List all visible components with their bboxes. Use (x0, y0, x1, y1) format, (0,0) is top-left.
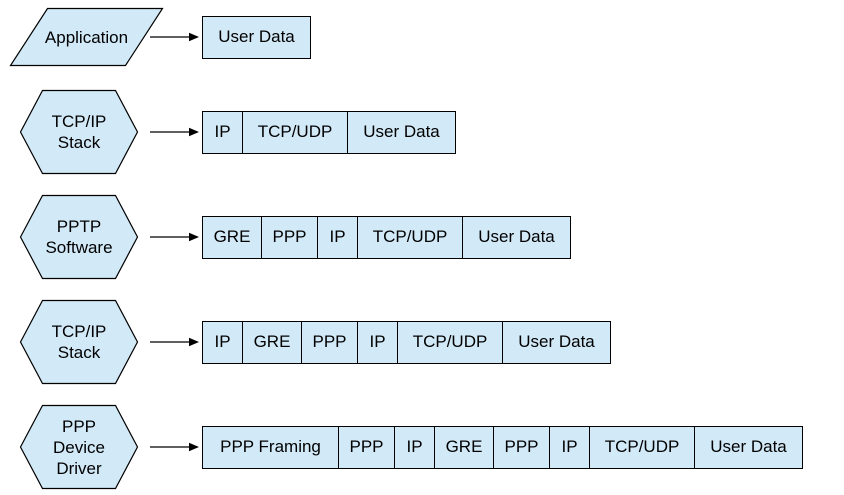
packet-segment: PPP (493, 425, 550, 469)
arrow-icon (150, 442, 199, 452)
stage-shape-outline (9, 7, 164, 67)
packet-segment: PPP (301, 320, 358, 364)
packet-segment: TCP/UDP (242, 110, 348, 154)
packet-segment: User Data (202, 15, 311, 59)
arrow-icon (150, 232, 199, 242)
arrow-icon (150, 127, 199, 137)
packet-segment: IP (549, 425, 590, 469)
packet-segment: User Data (347, 110, 456, 154)
stage-shape-outline (19, 194, 139, 280)
packet-segment: GRE (202, 215, 262, 259)
packet-segment: TCP/UDP (589, 425, 695, 469)
packet-segment: IP (394, 425, 435, 469)
arrow-icon (150, 32, 199, 42)
stage-shape-parallelogram: Application (9, 7, 164, 67)
packet-segment: TCP/UDP (397, 320, 503, 364)
packet-segment: PPP (338, 425, 395, 469)
packet-segment: IP (202, 320, 243, 364)
stage-shape-outline (19, 89, 139, 175)
packet-segment: IP (202, 110, 243, 154)
packet-segment: IP (317, 215, 358, 259)
packet-segment: User Data (694, 425, 803, 469)
packet-segment: PPP Framing (202, 425, 339, 469)
packet-segment: User Data (462, 215, 571, 259)
packet-segment: TCP/UDP (357, 215, 463, 259)
arrow-icon (150, 337, 199, 347)
packet-segment: IP (357, 320, 398, 364)
stage-shape-outline (19, 404, 139, 490)
packet-segment: GRE (242, 320, 302, 364)
packet-segment: PPP (261, 215, 318, 259)
stage-shape-outline (19, 299, 139, 385)
packet-segment: User Data (502, 320, 611, 364)
packet-segment: GRE (434, 425, 494, 469)
packet-strip: User Data (202, 15, 311, 59)
